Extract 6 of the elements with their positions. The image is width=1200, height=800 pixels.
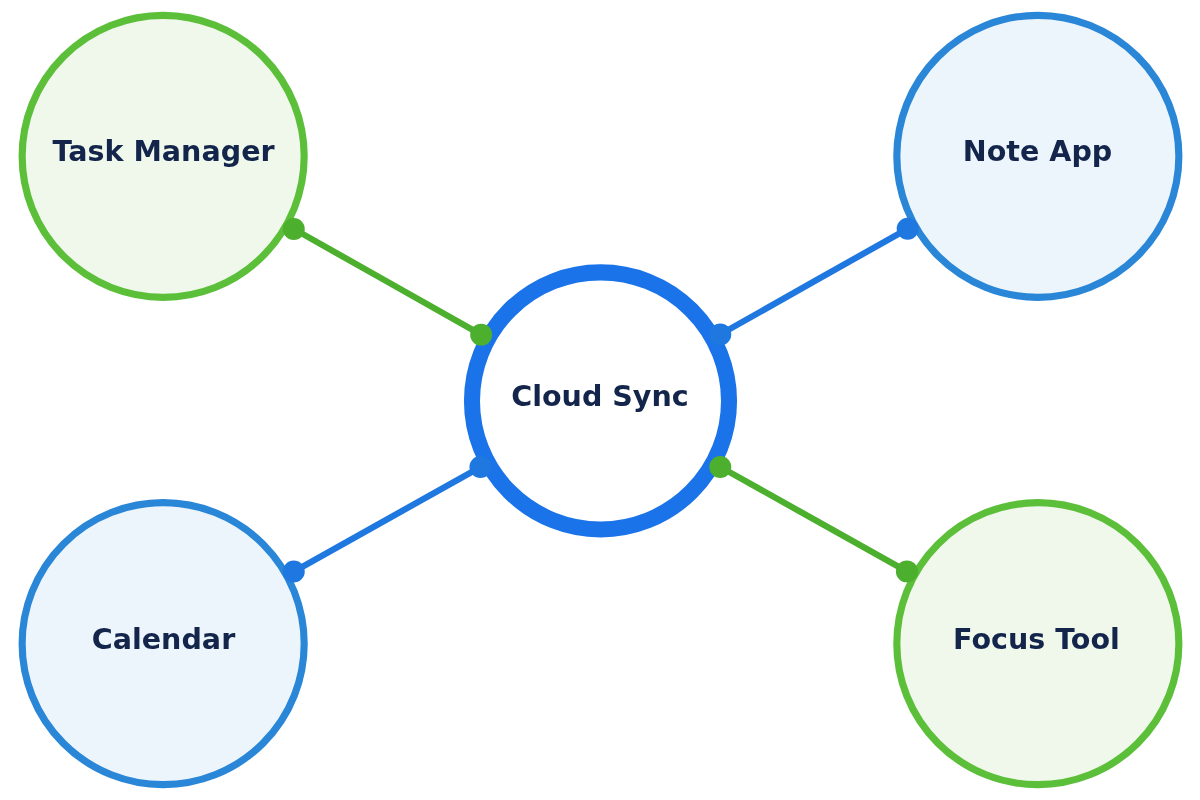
- connector: [708, 217, 919, 346]
- node-circle: Note App: [892, 11, 1182, 301]
- node-circle: Cloud Sync: [463, 264, 737, 538]
- connector: [282, 218, 492, 346]
- connector: [708, 455, 918, 583]
- connector: [282, 456, 491, 583]
